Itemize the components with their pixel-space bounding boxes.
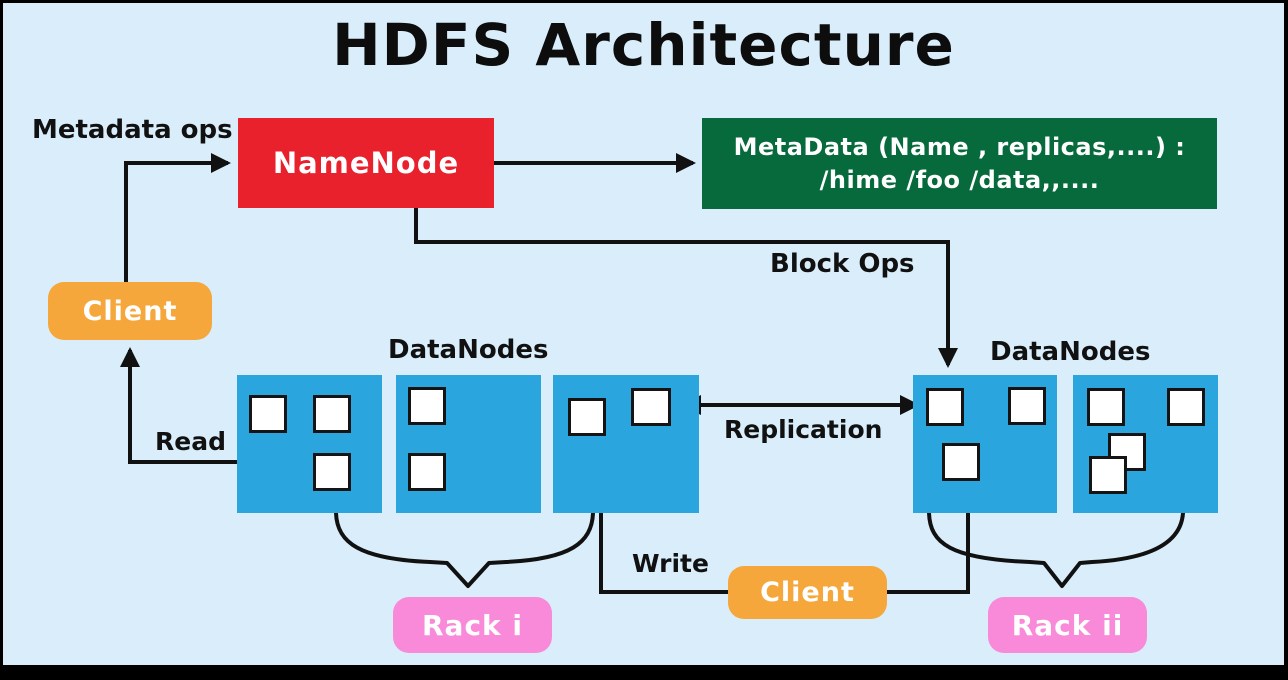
metadata-line1: MetaData (Name , replicas,....) : xyxy=(733,133,1186,162)
diagram-title: HDFS Architecture xyxy=(332,11,955,79)
label-block-ops: Block Ops xyxy=(770,249,915,279)
brace-rack-ii xyxy=(927,511,1185,588)
data-block xyxy=(313,395,351,433)
rack-ii-box: Rack ii xyxy=(988,597,1147,653)
data-block xyxy=(313,453,351,491)
label-metadata-ops: Metadata ops xyxy=(32,115,233,145)
data-block xyxy=(568,398,606,436)
datanode-1 xyxy=(237,375,382,513)
label-datanodes-right: DataNodes xyxy=(990,337,1151,367)
datanode-3 xyxy=(553,375,699,513)
label-datanodes-left: DataNodes xyxy=(388,335,549,365)
data-block xyxy=(408,453,446,491)
data-block xyxy=(631,388,671,426)
data-block xyxy=(249,395,287,433)
datanode-5 xyxy=(1073,375,1218,513)
datanode-2 xyxy=(396,375,541,513)
label-read: Read xyxy=(155,427,226,456)
label-replication: Replication xyxy=(724,415,883,444)
label-write: Write xyxy=(632,549,709,578)
data-block xyxy=(926,388,964,426)
namenode-box: NameNode xyxy=(238,118,494,208)
data-block xyxy=(942,443,980,481)
brace-rack-i xyxy=(334,511,595,588)
rack-i-box: Rack i xyxy=(393,597,552,653)
data-block xyxy=(1167,388,1205,426)
client-left-box: Client xyxy=(48,282,212,340)
arrow-metadata-ops xyxy=(124,153,231,282)
metadata-line2: /hime /foo /data,,.... xyxy=(819,165,1100,194)
data-block xyxy=(1087,388,1125,426)
metadata-box: MetaData (Name , replicas,....) : /hime … xyxy=(702,118,1217,209)
data-block xyxy=(408,387,446,425)
data-block xyxy=(1089,456,1127,494)
data-block xyxy=(1008,387,1046,425)
client-bottom-box: Client xyxy=(728,566,887,619)
datanode-4 xyxy=(913,375,1057,513)
